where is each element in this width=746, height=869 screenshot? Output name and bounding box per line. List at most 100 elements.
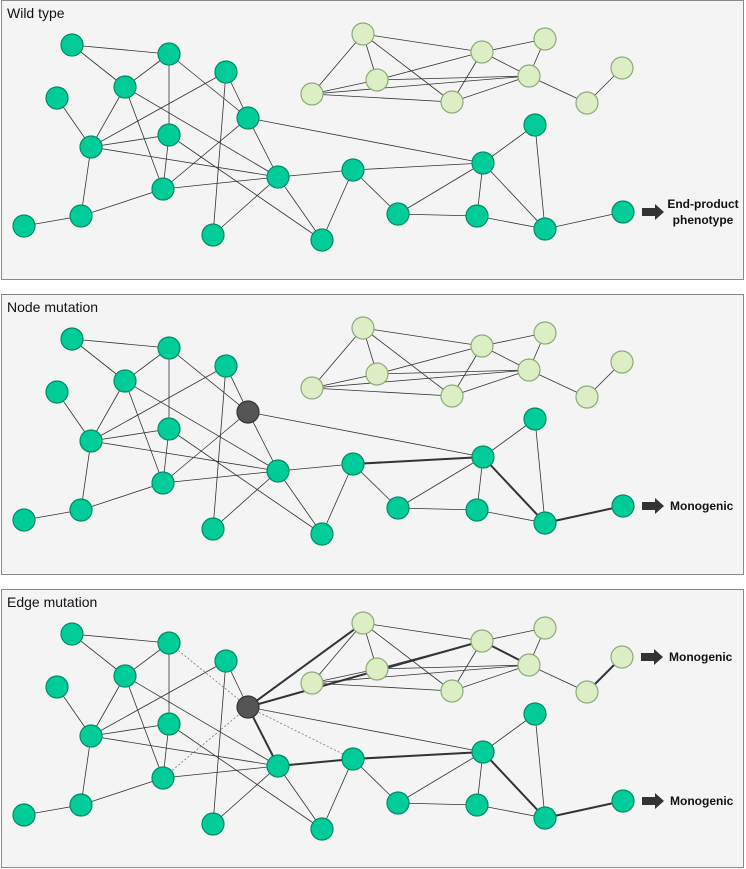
gene-node [611, 200, 635, 224]
network-edge [362, 622, 453, 692]
highlighted-edge [352, 751, 484, 760]
network-edge [376, 75, 530, 81]
gene-node [12, 214, 36, 238]
network-edge [321, 463, 354, 535]
phenotype-label: End-product [667, 197, 738, 211]
highlighted-edge [277, 758, 354, 767]
gene-node [386, 202, 410, 226]
light-gene-node [440, 90, 464, 114]
light-gene-node [610, 56, 634, 80]
network-edge [451, 369, 530, 397]
panel-title: Node mutation [7, 299, 99, 315]
network-edge [311, 369, 530, 389]
output-arrow [642, 498, 664, 514]
network-edge [124, 86, 279, 178]
network-edge [80, 146, 92, 217]
gene-node [214, 649, 238, 673]
gene-node [79, 135, 103, 159]
gene-node [611, 789, 635, 813]
gene-node [79, 724, 103, 748]
light-gene-node [533, 321, 557, 345]
network-edge [397, 751, 484, 804]
network-edge [90, 71, 227, 148]
network-edge [397, 802, 478, 806]
network-edge [71, 44, 170, 55]
phenotype-label: phenotype [673, 213, 734, 227]
output-arrow [642, 793, 664, 809]
gene-node [465, 204, 489, 228]
phenotype-label: Monogenic [670, 499, 734, 513]
light-gene-node [351, 611, 375, 635]
light-gene-node [440, 384, 464, 408]
light-gene-node [610, 645, 634, 669]
network-edge [451, 75, 530, 103]
network-edge [71, 338, 170, 349]
network-edge [362, 33, 483, 53]
network-edge [80, 440, 92, 511]
gene-node [157, 336, 181, 360]
network-edge [397, 162, 484, 215]
lost-edge [168, 642, 249, 708]
gene-node [465, 498, 489, 522]
network-edge [397, 507, 478, 511]
gene-node [471, 151, 495, 175]
gene-node [266, 459, 290, 483]
network-edge [482, 162, 546, 230]
network-edge [124, 675, 164, 779]
gene-node [60, 33, 84, 57]
gene-node [60, 622, 84, 646]
network-edge [90, 146, 279, 178]
light-gene-node [300, 82, 324, 106]
gene-node [60, 327, 84, 351]
light-gene-node [300, 671, 324, 695]
gene-node [341, 452, 365, 476]
network-edge [376, 51, 483, 81]
network-edge [311, 622, 364, 684]
network-edge [362, 327, 483, 347]
highlighted-edge [544, 505, 624, 524]
network-edge [162, 117, 249, 190]
network-edge [162, 411, 249, 484]
network-edge [311, 75, 530, 95]
network-edge [162, 765, 279, 779]
network-edge [534, 713, 546, 819]
gene-node [113, 75, 137, 99]
highlighted-edge [247, 622, 364, 708]
light-gene-node [517, 358, 541, 382]
light-gene-node [533, 616, 557, 640]
gene-node [471, 445, 495, 469]
network-edge [168, 723, 323, 830]
network-edge [321, 758, 354, 830]
gene-node [214, 354, 238, 378]
network-edge [80, 482, 164, 511]
network-diagram: Monogenic [12, 316, 734, 546]
phenotype-label: Monogenic [670, 794, 734, 808]
network-edge [277, 765, 323, 830]
gene-node [266, 165, 290, 189]
light-gene-node [365, 68, 389, 92]
light-gene-node [470, 334, 494, 358]
gene-node [151, 766, 175, 790]
gene-node [533, 511, 557, 535]
network-edge [277, 176, 323, 241]
gene-node [214, 60, 238, 84]
gene-node [69, 793, 93, 817]
lost-edge [247, 706, 354, 760]
panel-title: Edge mutation [7, 594, 98, 610]
light-gene-node [351, 316, 375, 340]
network-edge [376, 345, 483, 375]
network-diagram: End-product phenotype [12, 22, 739, 252]
light-gene-node [575, 680, 599, 704]
gene-node [69, 498, 93, 522]
gene-node [69, 204, 93, 228]
network-edge [162, 470, 279, 484]
network-edge [397, 456, 484, 509]
light-gene-node [610, 350, 634, 374]
network-edge [534, 418, 546, 524]
network-edge [124, 86, 164, 190]
network-edge [212, 765, 279, 825]
gene-node [113, 664, 137, 688]
network-edge [362, 33, 453, 103]
node-mutation-panel: Node mutation Monogenic [1, 294, 744, 575]
